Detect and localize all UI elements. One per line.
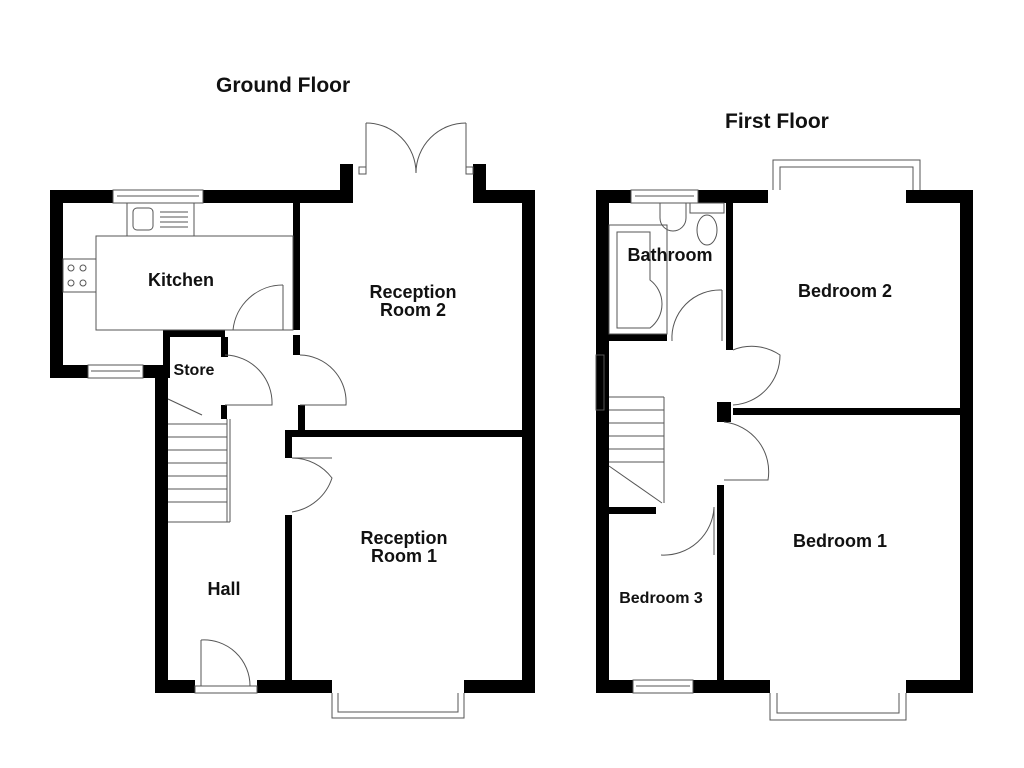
ground-floor-title: Ground Floor [216, 74, 351, 97]
ground-floor-walls [50, 164, 535, 693]
room-label-bedroom-1: Bedroom 1 [792, 531, 888, 551]
room-label-reception-room-2: Reception Room 2 [369, 282, 457, 320]
room-label-hall: Hall [207, 579, 241, 599]
room-label-bedroom-3: Bedroom 3 [619, 590, 703, 607]
room-label-bathroom: Bathroom [627, 245, 713, 265]
room-label-kitchen: Kitchen [147, 270, 215, 290]
room-label-bedroom-2: Bedroom 2 [797, 281, 893, 301]
first-floor-fixtures [595, 159, 921, 721]
room-label-reception-room-1: Reception Room 1 [360, 528, 448, 566]
first-floor-title: First Floor [725, 110, 829, 133]
first-floor-walls [596, 190, 973, 693]
room-label-store: Store [173, 362, 215, 379]
ground-floor-fixtures [62, 122, 474, 719]
